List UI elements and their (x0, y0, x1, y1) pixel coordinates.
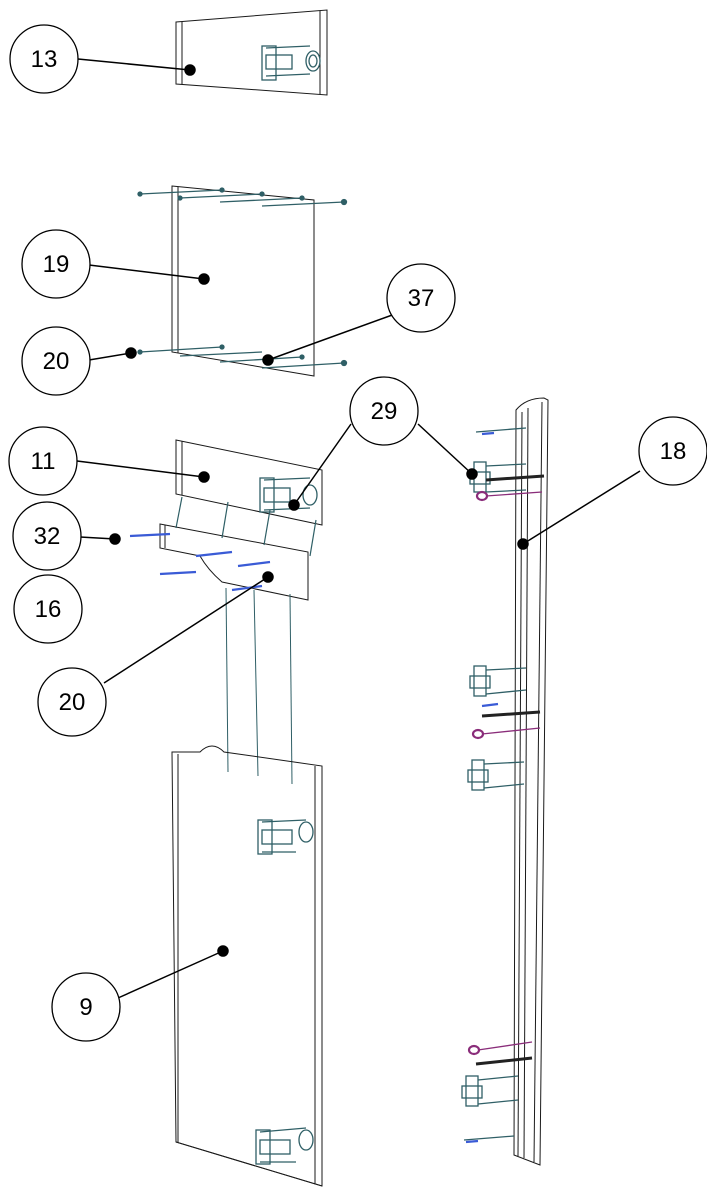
callout-18: 18 (638, 416, 707, 486)
alignment-lines (225, 587, 293, 785)
svg-text:13: 13 (31, 46, 58, 73)
svg-text:32: 32 (34, 523, 61, 550)
part-9-hinge-top (257, 819, 314, 855)
svg-text:29: 29 (371, 398, 398, 425)
svg-text:19: 19 (43, 251, 70, 278)
svg-text:18: 18 (660, 438, 687, 465)
callout-11: 11 (8, 426, 78, 496)
callout-37: 37 (386, 263, 456, 333)
callout-20-bottom: 20 (37, 667, 107, 737)
part-11-hinge (259, 477, 318, 513)
part-11-rail (175, 439, 323, 526)
callout-32: 32 (12, 501, 82, 571)
part-32-screws (129, 532, 271, 592)
callout-20-top: 20 (21, 326, 91, 396)
part-9-hinge-bottom (255, 1127, 314, 1165)
svg-text:20: 20 (59, 689, 86, 716)
leader-lines (76, 58, 641, 999)
svg-text:20: 20 (43, 348, 70, 375)
part-19-panel (171, 185, 315, 377)
callout-9: 9 (51, 972, 121, 1042)
part-13-hinge (261, 45, 321, 81)
part-16-connectors (175, 496, 317, 557)
part-9-door (171, 745, 323, 1187)
part-16-rail (159, 523, 309, 601)
callout-13: 13 (9, 24, 79, 94)
callout-16: 16 (13, 574, 83, 644)
callout-29: 29 (349, 376, 419, 446)
part-18-hardware (461, 427, 527, 1141)
svg-text:16: 16 (35, 596, 62, 623)
svg-text:37: 37 (408, 285, 435, 312)
svg-text:9: 9 (79, 994, 92, 1021)
part-19-dowels (137, 187, 348, 369)
svg-text:11: 11 (31, 448, 56, 475)
part-18-fasteners (465, 431, 545, 1144)
part-18-side-panel (513, 397, 549, 1166)
part-13-panel (175, 9, 328, 96)
callout-19: 19 (21, 229, 91, 299)
